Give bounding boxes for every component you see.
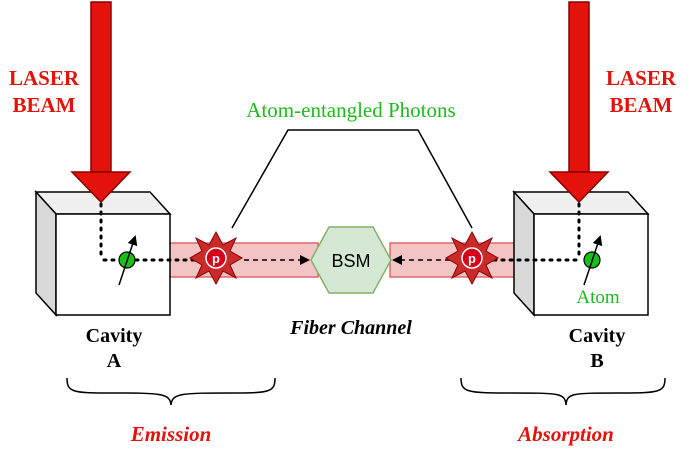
laser-arrow-right: [548, 1, 610, 204]
entangled-photons-label: Atom-entangled Photons: [246, 98, 455, 122]
laser-label-left-line2: BEAM: [13, 93, 76, 117]
cavity-a-label-line1: Cavity: [86, 325, 143, 347]
svg-text:p: p: [468, 251, 476, 266]
spin-arrow-icon: [583, 235, 603, 286]
laser-label-right-line2: BEAM: [610, 93, 673, 117]
atom-label: Atom: [576, 287, 620, 308]
photon-icon-left: p: [189, 230, 243, 286]
emission-label: Emission: [130, 422, 212, 446]
spin-arrow-icon: [118, 235, 138, 286]
photon-icon-right: p: [445, 230, 499, 286]
laser-label-right-line1: LASER: [606, 66, 677, 90]
bsm-node: BSM: [310, 226, 392, 294]
bsm-label: BSM: [331, 251, 370, 271]
brace-absorption: [460, 377, 666, 406]
atom-b: [583, 235, 603, 286]
absorption-label: Absorption: [516, 422, 614, 446]
fiber-channel-label: Fiber Channel: [289, 317, 412, 339]
atom-a: [118, 235, 138, 286]
cavity-a-label-line2: A: [107, 350, 122, 372]
brace-emission: [66, 377, 276, 406]
entanglement-arch: [231, 129, 473, 229]
laser-arrow-left: [70, 1, 132, 204]
cavity-a-cube: [34, 190, 172, 317]
cavity-b-label-line2: B: [590, 350, 603, 372]
svg-text:p: p: [212, 251, 220, 266]
laser-label-left-line1: LASER: [9, 66, 80, 90]
cavity-b-label-line1: Cavity: [569, 325, 626, 347]
